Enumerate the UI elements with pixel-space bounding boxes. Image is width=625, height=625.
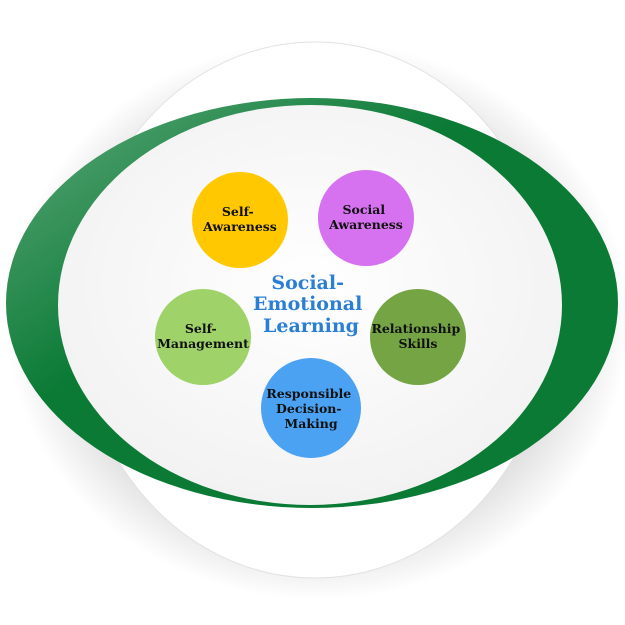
responsible-decision-making-circle	[261, 358, 361, 458]
component-self-awareness: Self- Awareness	[192, 172, 288, 268]
social-awareness-circle	[318, 170, 414, 266]
self-management-circle	[155, 289, 251, 385]
center-title: Social- Emotional Learning	[253, 272, 369, 337]
relationship-skills-label: Relationship Skills	[371, 321, 464, 351]
component-self-management: Self- Management	[155, 289, 251, 385]
component-relationship-skills: Relationship Skills	[370, 289, 466, 385]
component-social-awareness: Social Awareness	[318, 170, 414, 266]
self-awareness-circle	[192, 172, 288, 268]
relationship-skills-circle	[370, 289, 466, 385]
self-management-label: Self- Management	[157, 321, 249, 351]
social-awareness-label: Social Awareness	[328, 202, 403, 232]
inner-disc	[58, 105, 562, 505]
component-responsible-decision-making: Responsible Decision- Making	[261, 358, 361, 458]
self-awareness-label: Self- Awareness	[202, 204, 277, 234]
responsible-decision-making-label: Responsible Decision- Making	[266, 386, 355, 431]
